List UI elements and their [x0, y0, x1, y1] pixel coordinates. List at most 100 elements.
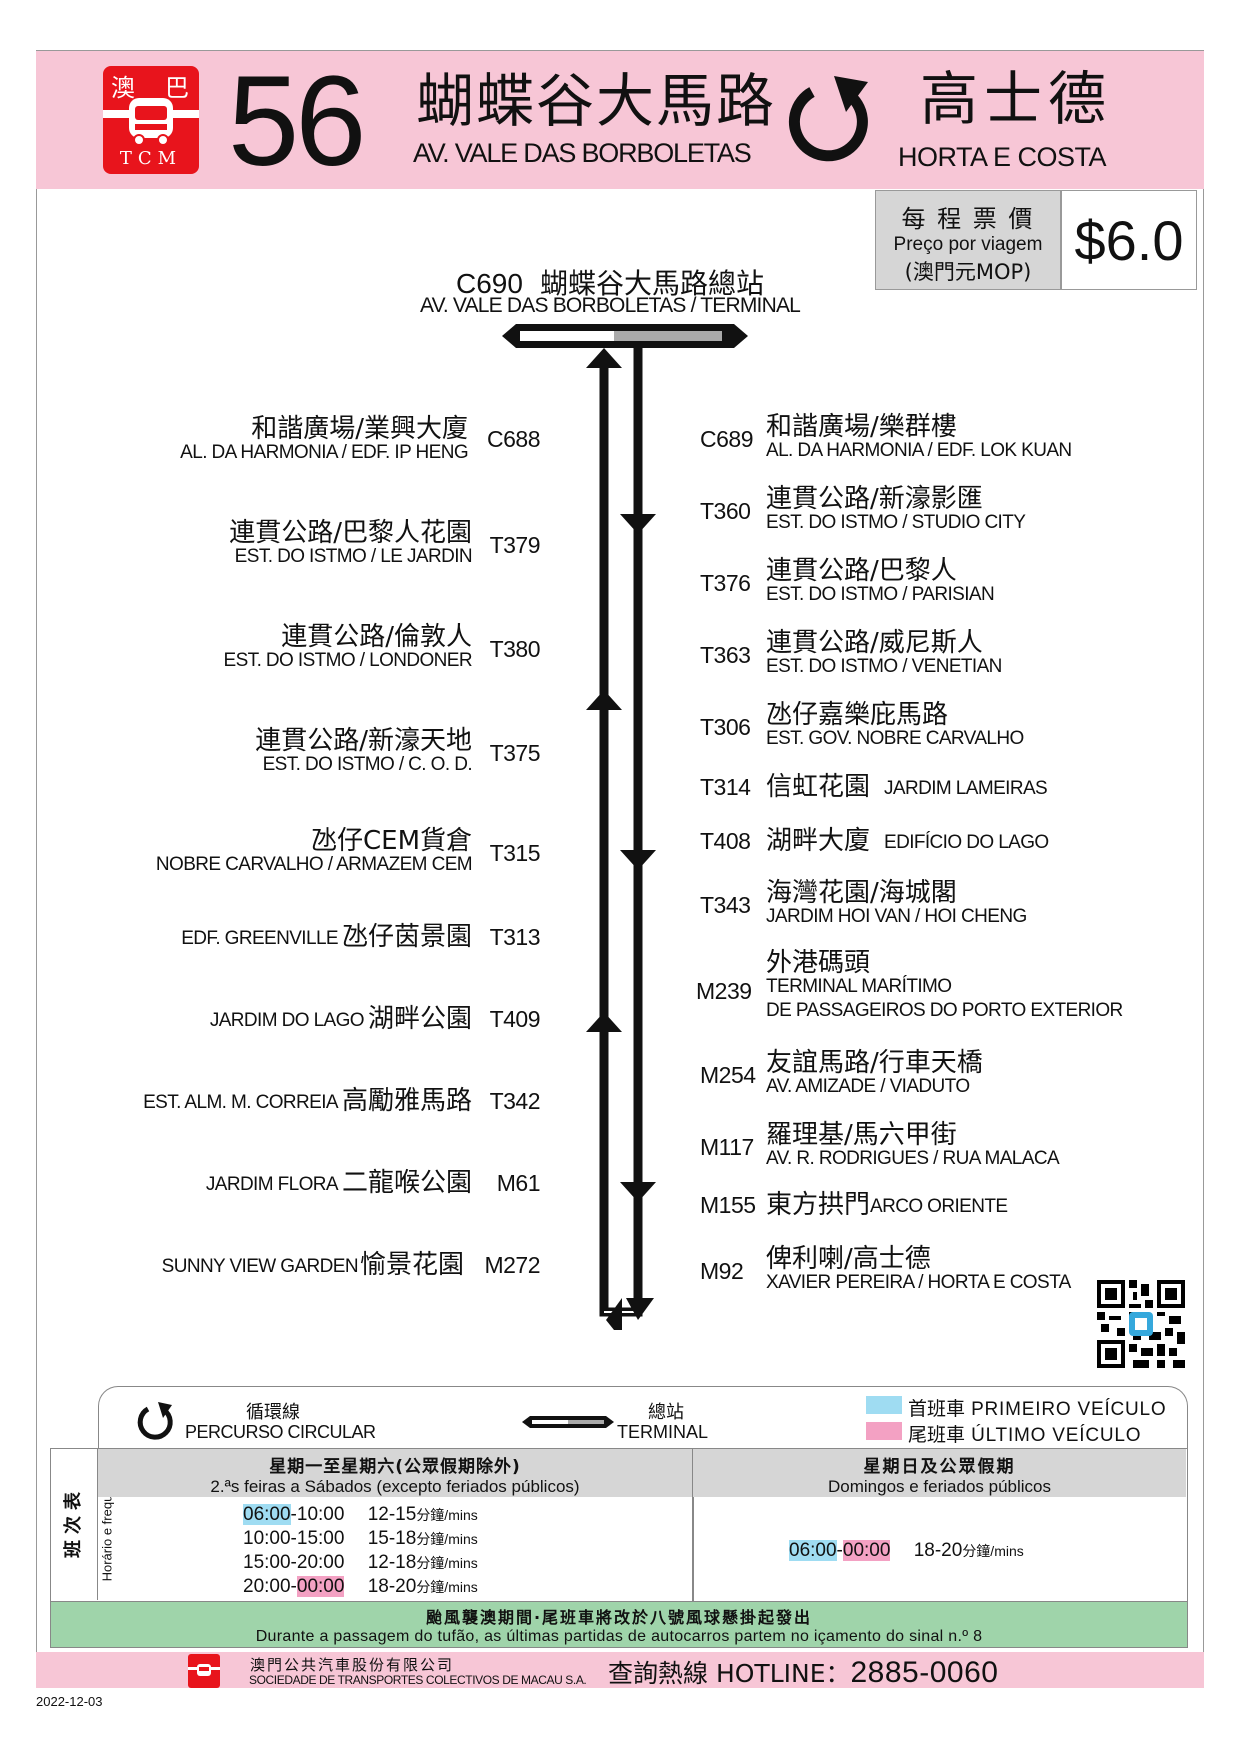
row-frequency: 12-15	[367, 1504, 417, 1525]
stop-code: T363	[700, 642, 751, 668]
fare-label-zh: 每 程 票 價	[901, 205, 1035, 233]
stop-t315: 氹仔CEM貨倉 NOBRE CARVALHO / ARMAZEM CEM T31…	[120, 826, 541, 876]
holiday-header-zh: 星期日及公眾假期	[863, 1457, 1016, 1477]
row-frequency: 18-20	[913, 1540, 963, 1561]
stop-code: T376	[700, 570, 751, 596]
typhoon-notice-zh: 颱風襲澳期間·尾班車將改於八號風球懸掛起發出	[425, 1608, 813, 1627]
stop-m272: M272 愉景花園 SUNNY VIEW GARDEN	[100, 1250, 541, 1284]
weekday-row: 10:00-15:00 15-18分鐘/mins	[243, 1528, 478, 1549]
stop-c688: 和諧廣場/業興大廈 AL. DA HARMONIA / EDF. IP HENG…	[120, 414, 540, 464]
stop-name-zh: 連貫公路/巴黎人	[766, 556, 957, 586]
timetable-side-zh: 班次表	[63, 1486, 84, 1558]
row-end-time: 20:00	[296, 1552, 345, 1573]
stop-name-zh: 羅理基/馬六甲街	[766, 1120, 957, 1150]
tcm-logo: 澳 巴 TCM	[103, 66, 199, 174]
company-name-zh: 澳門公共汽車股份有限公司	[250, 1656, 455, 1674]
holiday-header: 星期日及公眾假期 Domingos e feriados públicos	[693, 1449, 1186, 1497]
stop-m61: M61 二龍喉公園 JARDIM FLORA	[100, 1168, 541, 1202]
legend-last-zh: 尾班車	[908, 1424, 966, 1446]
legend-last-label: 尾班車 ÚLTIMO VEÍCULO	[908, 1420, 1141, 1447]
stop-name-zh: 愉景花園	[359, 1250, 464, 1280]
fare-currency: (澳門元MOP)	[904, 260, 1032, 284]
row-frequency: 18-20	[367, 1576, 417, 1597]
legend-first-swatch	[866, 1396, 902, 1414]
weekday-row: 06:00-10:00 12-15分鐘/mins	[243, 1504, 478, 1525]
holiday-header-pt: Domingos e feriados públicos	[827, 1477, 1051, 1496]
timetable-divider	[692, 1497, 694, 1601]
stop-t360: T360 連貫公路/新濠影匯 EST. DO ISTMO / STUDIO CI…	[700, 484, 1180, 536]
stop-code: C688	[487, 426, 540, 452]
row-start-time: 20:00	[243, 1576, 291, 1597]
mins-unit: 分鐘/mins	[416, 1531, 478, 1547]
timetable: 班次表 Horário e frequência 星期一至星期六(公眾假期除外)…	[50, 1448, 1188, 1602]
stop-name-zh: 和諧廣場/樂群樓	[766, 412, 957, 442]
row-start-time: 15:00	[243, 1552, 291, 1573]
stop-code: T375	[489, 740, 541, 766]
stop-name-pt: JARDIM FLORA	[205, 1174, 339, 1195]
stop-name-zh: 湖畔大廈	[766, 826, 871, 856]
stop-name-pt-line2: DE PASSAGEIROS DO PORTO EXTERIOR	[766, 1000, 1123, 1021]
terminal-name-zh: 蝴蝶谷大馬路總站	[540, 267, 765, 300]
terminal-name-pt: AV. VALE DAS BORBOLETAS / TERMINAL	[419, 294, 801, 317]
stop-code: M254	[700, 1062, 756, 1088]
stop-name-zh: 連貫公路/新濠影匯	[766, 484, 983, 514]
qr-code[interactable]	[1097, 1280, 1185, 1368]
stop-name-pt: EST. DO ISTMO / LE JARDIN	[234, 546, 473, 567]
stop-t380: 連貫公路/倫敦人 EST. DO ISTMO / LONDONER T380	[120, 622, 541, 672]
first-bus-time: 06:00	[243, 1504, 291, 1525]
stop-name-pt: EDF. GREENVILLE	[181, 928, 338, 949]
fare-amount-box: $6.0	[1061, 190, 1197, 290]
stop-name-zh: 東方拱門	[766, 1190, 871, 1220]
destination-name-zh: 高士德	[920, 65, 1113, 133]
stop-name-zh: 氹仔茵景園	[341, 922, 472, 952]
stop-code: M117	[700, 1134, 754, 1160]
typhoon-notice: 颱風襲澳期間·尾班車將改於八號風球懸掛起發出 Durante a passage…	[50, 1602, 1188, 1648]
stop-name-pt: JARDIM LAMEIRAS	[884, 778, 1048, 799]
stop-code: M61	[496, 1170, 541, 1196]
last-bus-time: 00:00	[842, 1540, 891, 1561]
circular-legend-icon	[137, 1402, 173, 1440]
last-bus-time: 00:00	[296, 1576, 345, 1597]
stop-name-pt: AL. DA HARMONIA / EDF. LOK KUAN	[766, 440, 1072, 461]
stop-name-zh: 連貫公路/巴黎人花園	[229, 518, 472, 548]
legend-first-pt: PRIMEIRO VEÍCULO	[971, 1399, 1167, 1420]
weekday-row: 20:00-00:00 18-20分鐘/mins	[243, 1576, 478, 1597]
stop-t379: 連貫公路/巴黎人花園 EST. DO ISTMO / LE JARDIN T37…	[120, 518, 540, 568]
terminal-code-name: C690 蝴蝶谷大馬路總站	[400, 262, 820, 302]
row-frequency: 15-18	[367, 1528, 417, 1549]
first-bus-time: 06:00	[789, 1540, 837, 1561]
stop-name-zh: 氹仔CEM貨倉	[310, 826, 472, 856]
stop-name-zh: 連貫公路/新濠天地	[255, 726, 472, 756]
weekday-row: 15:00-20:00 12-18分鐘/mins	[243, 1552, 478, 1573]
stop-t363: T363 連貫公路/威尼斯人 EST. DO ISTMO / VENETIAN	[700, 628, 1180, 680]
logo-tcm: TCM	[119, 148, 183, 169]
legend-terminal-pt: TERMINAL	[617, 1422, 709, 1442]
stop-t306: T306 氹仔嘉樂庇馬路 EST. GOV. NOBRE CARVALHO	[700, 700, 1180, 752]
legend-box	[98, 1386, 1188, 1448]
stop-name-pt: NOBRE CARVALHO / ARMAZEM CEM	[155, 854, 473, 875]
stop-name-pt: EST. DO ISTMO / STUDIO CITY	[766, 512, 1026, 533]
route-diagram	[502, 324, 748, 1330]
hotline-number[interactable]: 2885-0060	[850, 1656, 999, 1689]
footer-logo	[188, 1654, 220, 1688]
stop-name-pt: EST. ALM. M. CORREIA	[143, 1092, 339, 1113]
stop-m92: M92 俾利喇/高士德 XAVIER PEREIRA / HORTA E COS…	[700, 1244, 1120, 1296]
stop-code: M155	[700, 1192, 756, 1218]
stop-code: T306	[700, 714, 751, 740]
legend-circular-pt: PERCURSO CIRCULAR	[185, 1422, 376, 1442]
terminal-code: C690	[455, 268, 523, 299]
stop-t314: T314 信虹花園 JARDIM LAMEIRAS	[700, 772, 1180, 806]
stop-code: M272	[484, 1252, 540, 1278]
stop-code: T408	[700, 828, 751, 854]
stop-name-pt: EDIFÍCIO DO LAGO	[884, 832, 1049, 853]
fare-amount: $6.0	[1074, 209, 1184, 272]
print-date: 2022-12-03	[36, 1694, 103, 1709]
weekday-header-pt: 2.ªs feiras a Sábados (excepto feriados …	[210, 1477, 580, 1496]
stop-code: T379	[489, 532, 541, 558]
bus-icon	[197, 1664, 211, 1676]
stop-m117: M117 羅理基/馬六甲街 AV. R. RODRIGUES / RUA MAL…	[700, 1120, 1180, 1172]
stop-name-pt: TERMINAL MARÍTIMO	[766, 976, 952, 997]
stop-name-pt: AV. R. RODRIGUES / RUA MALACA	[766, 1148, 1060, 1169]
legend-circular-zh: 循環線	[246, 1402, 300, 1423]
stop-code: T343	[700, 892, 751, 918]
